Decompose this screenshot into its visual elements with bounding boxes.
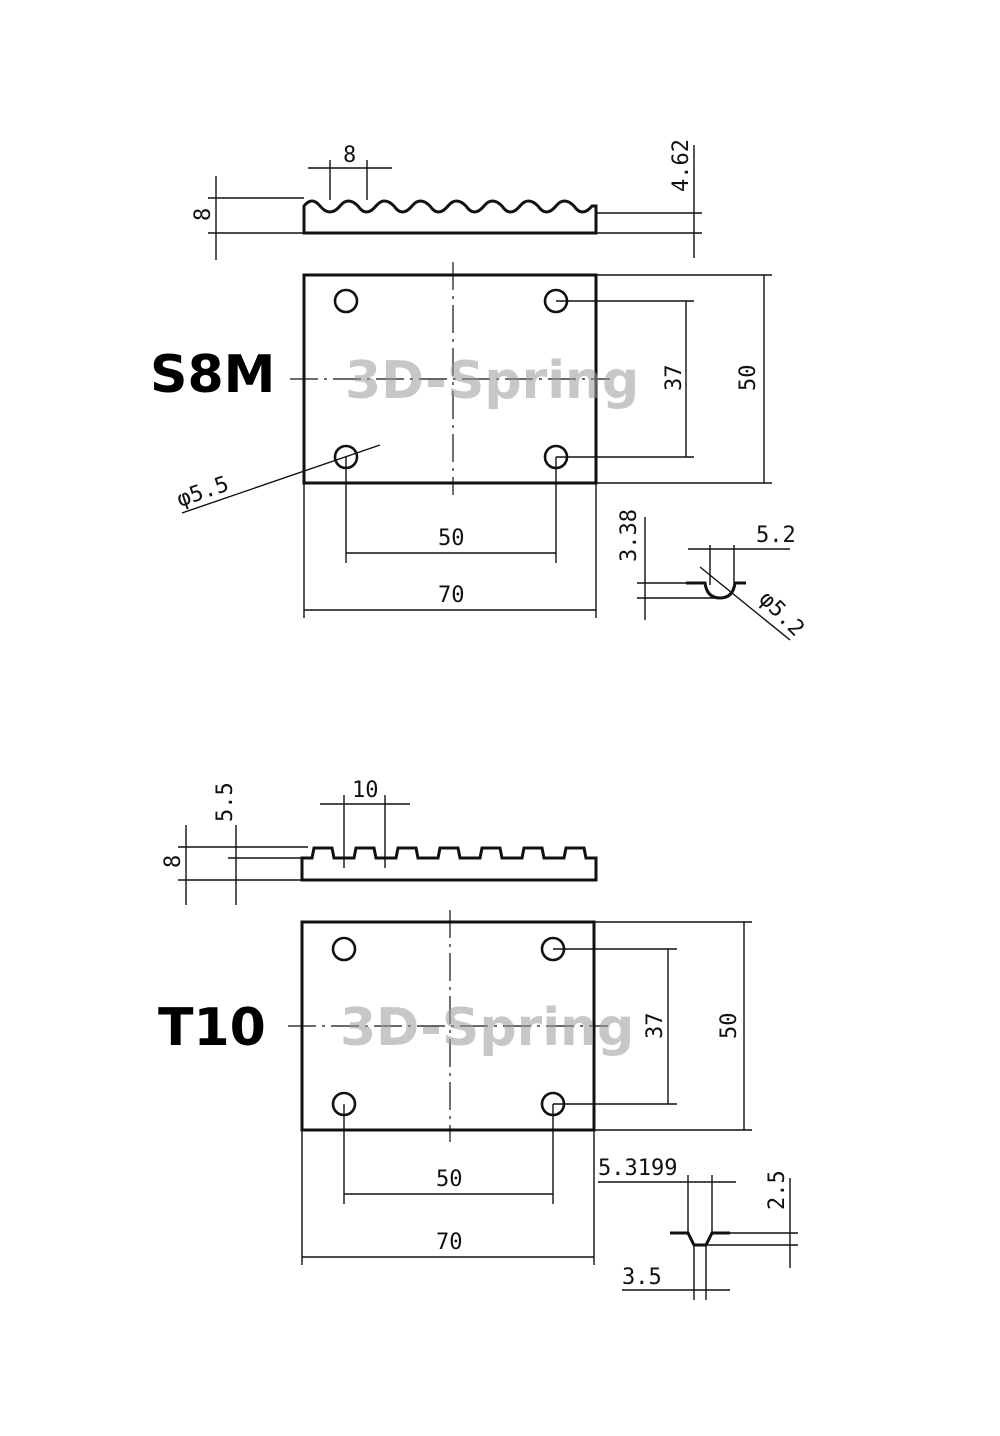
t10-hole-spacing-x-dim: 50 [436, 1167, 463, 1192]
t10-section: 10 5.5 8 37 [158, 778, 798, 1300]
s8m-groove-width-dim: 5.2 [756, 523, 796, 548]
s8m-pitch-dim: 8 [343, 143, 356, 168]
s8m-belt-height-dim: 8 [191, 208, 216, 221]
t10-belt-profile [178, 795, 598, 905]
s8m-plate [181, 262, 772, 618]
s8m-groove-depth-dim: 3.38 [617, 509, 642, 562]
s8m-tooth-height-dim: 4.62 [669, 139, 694, 192]
s8m-hole-spacing-x-dim: 50 [438, 526, 465, 551]
s8m-section: 8 8 4.62 [150, 139, 809, 642]
t10-plate [288, 910, 752, 1265]
s8m-belt-profile [208, 145, 702, 260]
s8m-hole-spacing-y-dim: 37 [662, 365, 687, 392]
t10-tooth-height-dim: 5.5 [213, 782, 238, 822]
s8m-title: S8M [150, 345, 275, 405]
s8m-plate-width-dim: 70 [438, 583, 465, 608]
t10-watermark: 3D-Spring [340, 998, 634, 1058]
t10-title: T10 [158, 998, 266, 1058]
t10-hole-spacing-y-dim: 37 [643, 1013, 668, 1040]
t10-groove-top-width-dim: 5.3199 [598, 1156, 677, 1181]
t10-plate-height-dim: 50 [717, 1013, 742, 1040]
s8m-groove-detail [637, 517, 791, 641]
t10-groove-bottom-width-dim: 3.5 [622, 1265, 662, 1290]
t10-groove-detail [598, 1175, 798, 1300]
t10-plate-width-dim: 70 [436, 1230, 463, 1255]
s8m-plate-height-dim: 50 [736, 365, 761, 392]
t10-groove-depth-dim: 2.5 [765, 1170, 790, 1210]
s8m-hole [333, 288, 359, 314]
t10-hole [331, 936, 357, 962]
t10-belt-height-dim: 8 [161, 855, 186, 868]
s8m-watermark: 3D-Spring [345, 351, 639, 411]
t10-pitch-dim: 10 [352, 778, 379, 803]
